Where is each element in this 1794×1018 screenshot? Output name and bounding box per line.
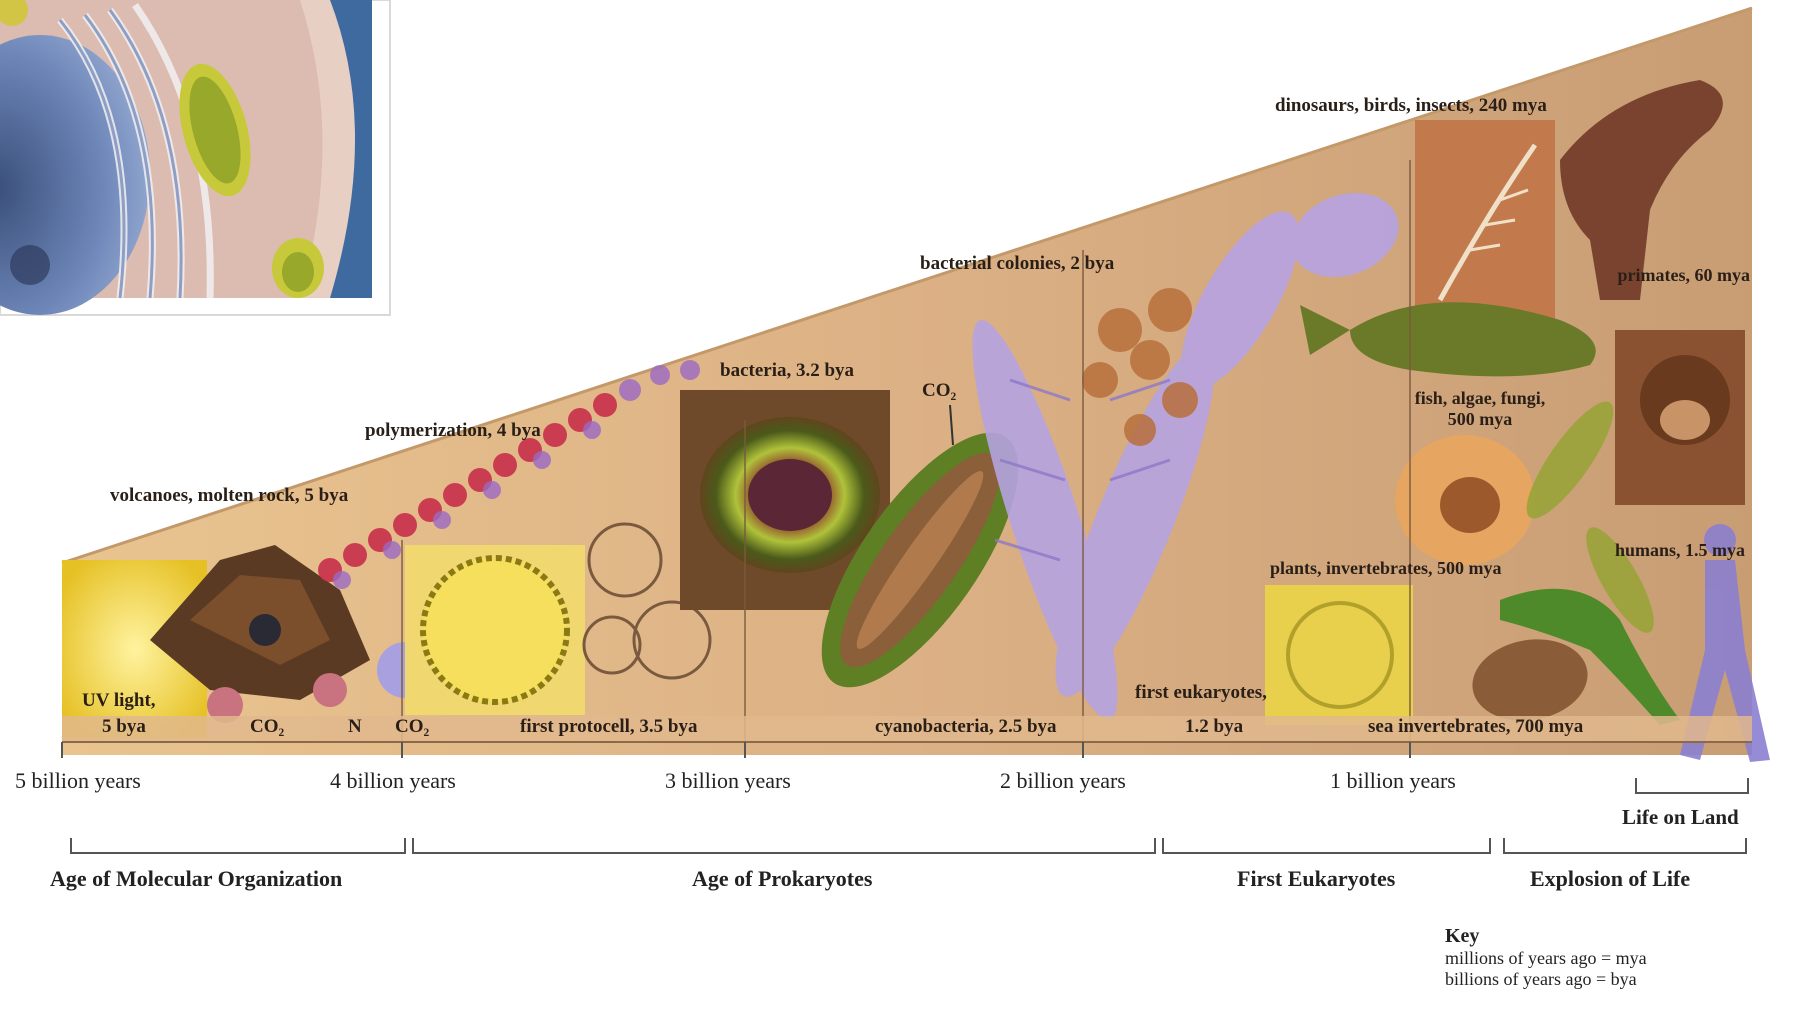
bracket-prokaryotes (412, 838, 1156, 854)
bracket-eukaryotes (1162, 838, 1491, 854)
label-primates: primates, 60 mya (1600, 265, 1750, 286)
label-bacterial-colonies: bacterial colonies, 2 bya (920, 253, 1114, 275)
label-co2-b: CO₂ (395, 716, 429, 738)
era-explosion-of-life: Explosion of Life (1530, 866, 1690, 892)
bracket-explosion (1503, 838, 1747, 854)
label-uv-bya: 5 bya (102, 716, 146, 738)
label-first-eukaryotes: first eukaryotes, (1135, 682, 1267, 704)
label-polymerization: polymerization, 4 bya (365, 420, 541, 442)
axis-tick-2-billion: 2 billion years (1000, 768, 1126, 794)
bracket-molecular (70, 838, 406, 854)
bracket-life-on-land (1635, 778, 1749, 794)
label-bacteria: bacteria, 3.2 bya (720, 360, 854, 382)
era-prokaryotes: Age of Prokaryotes (692, 866, 872, 892)
label-first-eukaryotes-bya: 1.2 bya (1185, 716, 1243, 738)
era-first-eukaryotes: First Eukaryotes (1237, 866, 1395, 892)
era-life-on-land: Life on Land (1622, 805, 1739, 830)
legend-key-title: Key (1445, 925, 1785, 948)
label-volcanoes: volcanoes, molten rock, 5 bya (110, 485, 348, 507)
label-cyanobacteria: cyanobacteria, 2.5 bya (875, 716, 1057, 738)
axis-tick-4-billion: 4 billion years (330, 768, 456, 794)
label-plants: plants, invertebrates, 500 mya (1270, 558, 1501, 579)
label-uv-light: UV light, (82, 690, 156, 712)
label-sea-invertebrates: sea invertebrates, 700 mya (1368, 716, 1583, 738)
label-co2-top: CO₂ (922, 380, 956, 402)
legend-key-bya: billions of years ago = bya (1445, 969, 1785, 990)
label-humans: humans, 1.5 mya (1595, 540, 1745, 561)
legend-key: Key millions of years ago = mya billions… (1445, 925, 1785, 990)
label-n: N (348, 716, 362, 738)
label-co2-a: CO₂ (250, 716, 284, 738)
label-dinosaurs: dinosaurs, birds, insects, 240 mya (1275, 95, 1547, 117)
era-molecular-organization: Age of Molecular Organization (50, 866, 342, 892)
label-fish: fish, algae, fungi, 500 mya (1400, 388, 1560, 430)
axis-tick-3-billion: 3 billion years (665, 768, 791, 794)
axis-tick-1-billion: 1 billion years (1330, 768, 1456, 794)
axis-tick-5-billion: 5 billion years (15, 768, 141, 794)
legend-key-mya: millions of years ago = mya (1445, 948, 1785, 969)
label-first-protocell: first protocell, 3.5 bya (520, 716, 698, 738)
